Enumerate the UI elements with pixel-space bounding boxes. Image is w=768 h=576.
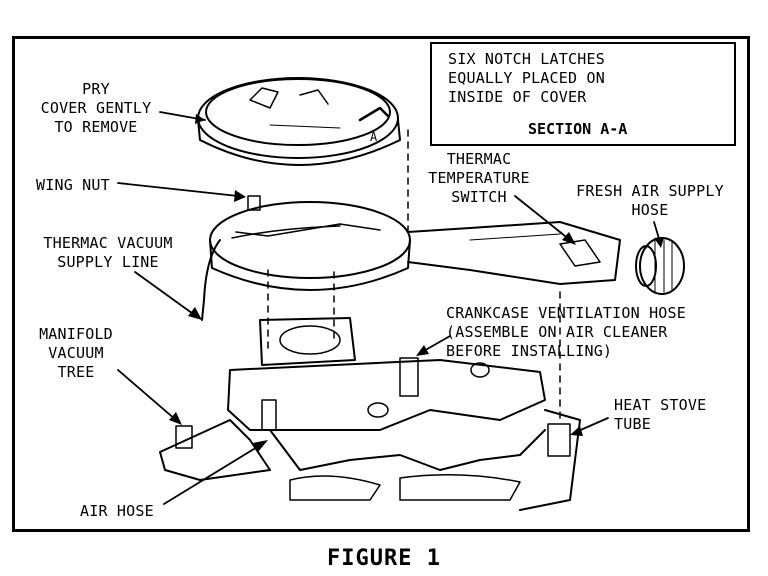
section-marker: A — [370, 130, 378, 144]
vacuum-supply-line-label: THERMAC VACUUM SUPPLY LINE — [43, 234, 173, 271]
air-cleaner-base — [209, 195, 411, 291]
pry-cover-label: PRY COVER GENTLY TO REMOVE — [40, 80, 152, 136]
air-hose-label: AIR HOSE — [80, 502, 154, 520]
engine-block — [159, 317, 581, 511]
manifold-vacuum-tree-label: MANIFOLD VACUUM TREE — [39, 325, 113, 381]
air-cleaner-cover — [197, 77, 401, 166]
section-a-a-box: SIX NOTCH LATCHES EQUALLY PLACED ON INSI… — [430, 42, 736, 146]
heat-stove-tube-label: HEAT STOVE TUBE — [614, 396, 707, 433]
guide-lines — [267, 129, 561, 421]
figure-caption: FIGURE 1 — [327, 546, 441, 571]
section-title: SECTION A-A — [528, 120, 628, 138]
thermac-switch-label: THERMAC TEMPERATURE SWITCH — [428, 150, 530, 206]
section-note: SIX NOTCH LATCHES EQUALLY PLACED ON INSI… — [448, 50, 605, 106]
crankcase-hose-label: CRANKCASE VENTILATION HOSE (ASSEMBLE ON … — [446, 304, 686, 360]
snorkel — [407, 221, 685, 295]
wing-nut-label: WING NUT — [36, 176, 110, 194]
vacuum-line — [201, 239, 221, 321]
fresh-air-hose-label: FRESH AIR SUPPLY HOSE — [576, 182, 724, 219]
